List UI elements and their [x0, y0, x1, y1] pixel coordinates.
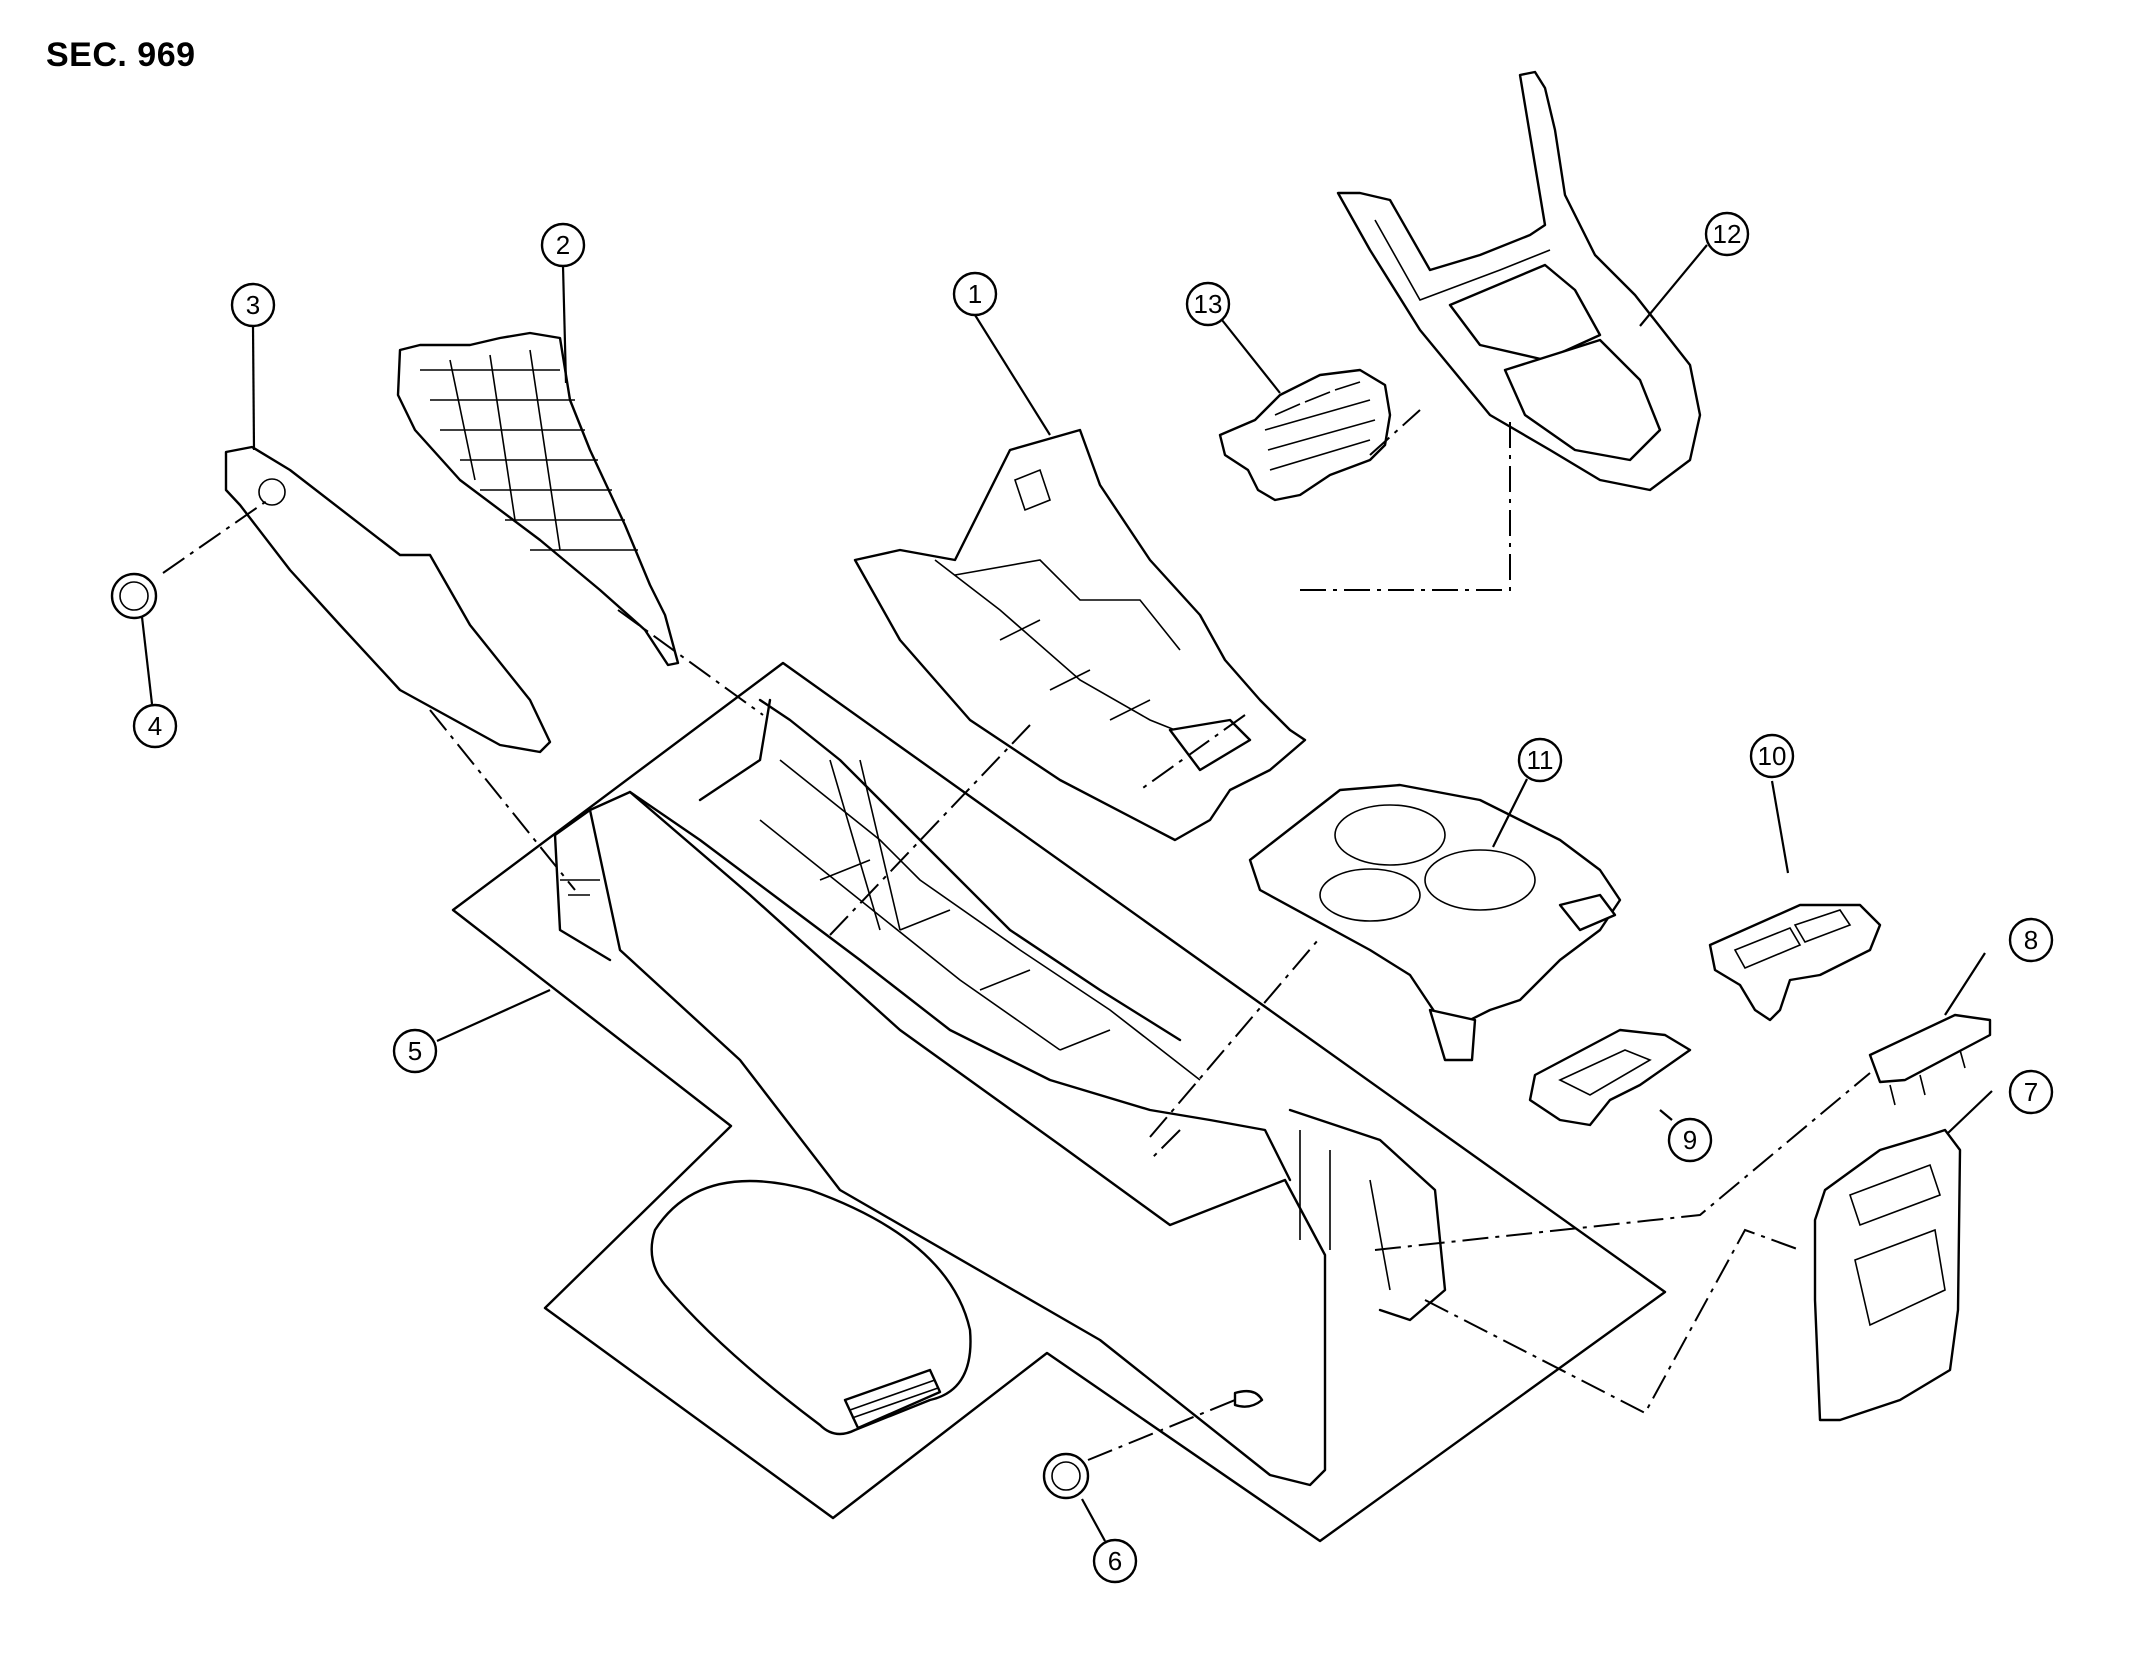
- callout-4-label: 4: [148, 711, 162, 741]
- callout-6: 6: [1092, 1538, 1138, 1584]
- callout-9: 9: [1667, 1117, 1713, 1163]
- section-label: SEC. 969: [46, 36, 196, 74]
- callout-10: 10: [1749, 733, 1795, 779]
- part-6-ring: [1042, 1452, 1090, 1500]
- callout-1: 1: [952, 271, 998, 317]
- callout-3-label: 3: [246, 290, 260, 320]
- callout-5: 5: [392, 1028, 438, 1074]
- callout-12: 12: [1704, 211, 1750, 257]
- callout-11-label: 11: [1527, 745, 1554, 775]
- part-10-switch-assembly: [1708, 903, 1882, 1022]
- part-7-rear-finisher: [1813, 1128, 1962, 1422]
- assembly-lines: [162, 409, 1871, 1461]
- callout-2-label: 2: [556, 230, 570, 260]
- callout-5-label: 5: [408, 1036, 422, 1066]
- callout-10-label: 10: [1758, 741, 1787, 771]
- part-4-ring: [110, 572, 158, 620]
- part-9-small-tray: [1528, 1028, 1692, 1127]
- callout-12-label: 12: [1713, 219, 1742, 249]
- callout-3: 3: [230, 282, 276, 328]
- part-3-side-finisher: [224, 445, 552, 754]
- callout-9-label: 9: [1683, 1125, 1697, 1155]
- callout-6-label: 6: [1108, 1546, 1122, 1576]
- part-5-console-body: [553, 698, 1447, 1487]
- callout-8: 8: [2008, 917, 2054, 963]
- part-13-shift-indicator: [1218, 368, 1392, 502]
- leader-lines: [140, 244, 1993, 1542]
- part-8-bracket: [1868, 1013, 1992, 1106]
- part-12-shift-finisher: [1336, 70, 1702, 492]
- callout-1-label: 1: [968, 279, 982, 309]
- callout-2: 2: [540, 222, 586, 268]
- callout-8-label: 8: [2024, 925, 2038, 955]
- part-2-bracket: [396, 331, 680, 667]
- callout-13-label: 13: [1194, 289, 1223, 319]
- part-11-cup-holder: [1248, 783, 1622, 1062]
- callout-7: 7: [2008, 1069, 2054, 1115]
- callout-11: 11: [1517, 737, 1563, 783]
- callout-4: 4: [132, 703, 178, 749]
- callout-7-label: 7: [2024, 1077, 2038, 1107]
- part-5-assembly-outline: [451, 661, 1667, 1543]
- part-1-console-finisher: [853, 428, 1307, 842]
- callout-13: 13: [1185, 281, 1231, 327]
